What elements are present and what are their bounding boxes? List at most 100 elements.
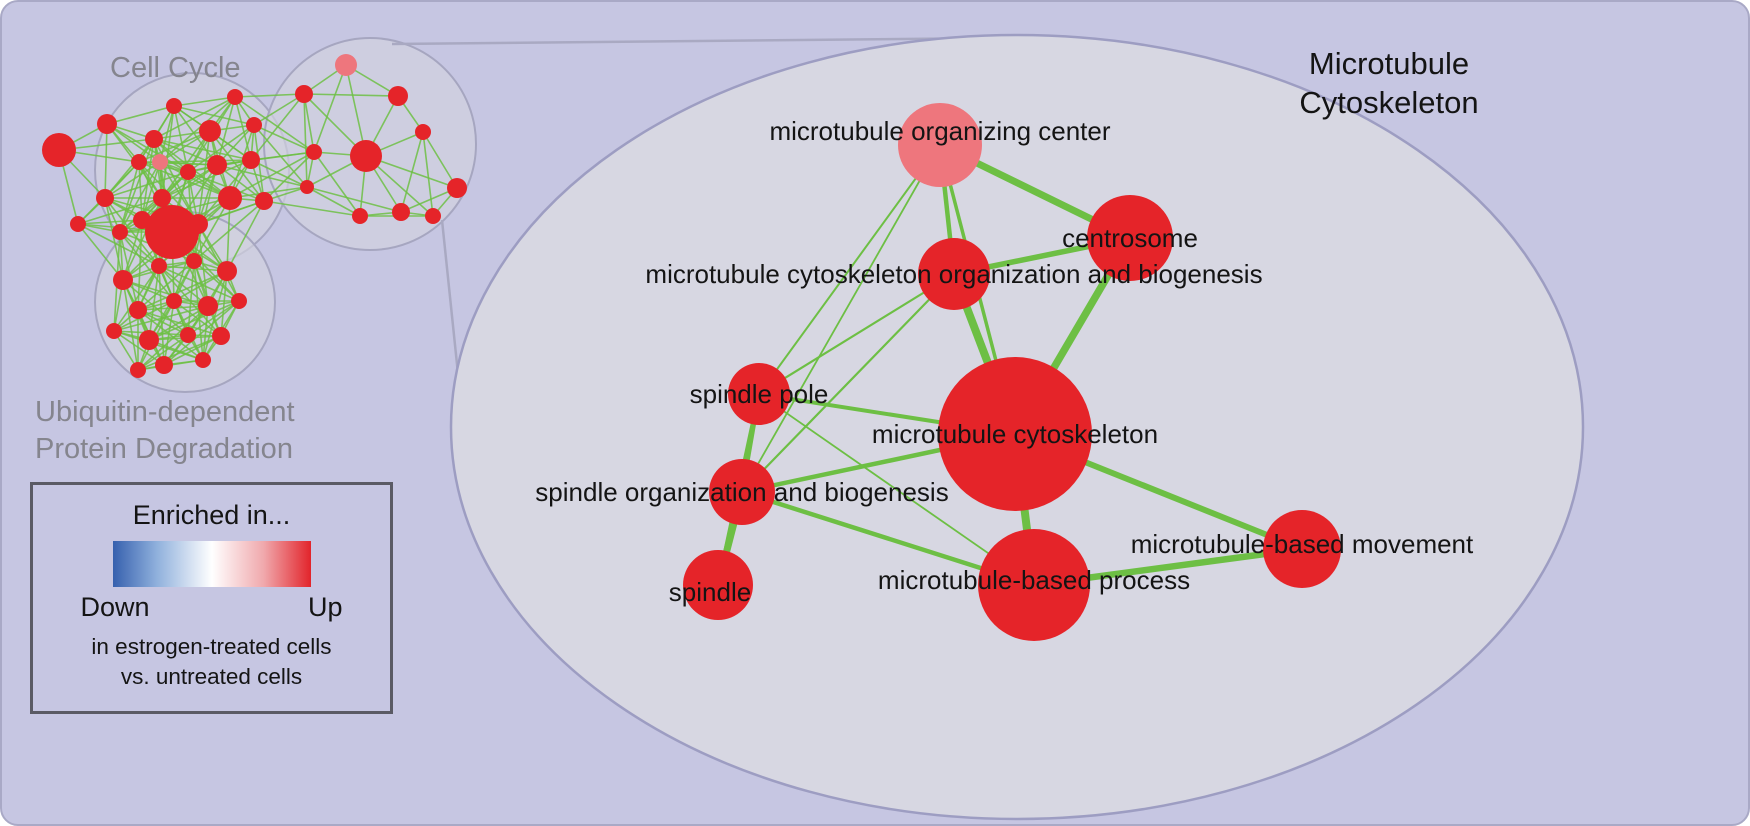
- overview-edge: [187, 300, 240, 336]
- overview-node: [195, 352, 211, 368]
- detail-title-line1: Microtubule: [1308, 46, 1470, 81]
- overview-edge: [148, 305, 209, 341]
- overview-node: [180, 164, 196, 180]
- overview-node: [152, 154, 168, 170]
- overview-edge: [137, 260, 195, 311]
- legend-down-label: Down: [80, 592, 150, 622]
- overview-node: [113, 270, 133, 290]
- overview-edge: [113, 330, 165, 366]
- overview-edge: [303, 93, 308, 188]
- detail-node-label-moc: microtubule organizing center: [769, 116, 1110, 146]
- overview-node: [131, 154, 147, 170]
- detail-edge-mco-spindle_pole: [758, 273, 955, 395]
- overview-node: [112, 224, 128, 240]
- overview-node: [425, 208, 441, 224]
- overview-edge: [158, 265, 209, 307]
- overview-node: [352, 208, 368, 224]
- overview-edge: [138, 161, 143, 221]
- overview-node: [388, 86, 408, 106]
- legend-up-label: Up: [307, 592, 343, 622]
- overview-edge: [159, 161, 231, 199]
- overview-edge: [104, 123, 108, 199]
- overview-edge: [197, 130, 211, 225]
- overview-node: [198, 296, 218, 316]
- overview-edge: [159, 96, 236, 163]
- zoom-projection-line-top: [391, 36, 1003, 46]
- detail-node-label-spindle_pole: spindle pole: [690, 379, 829, 409]
- overview-edge: [303, 93, 315, 153]
- overview-edge: [313, 151, 361, 217]
- overview-edge: [119, 231, 160, 267]
- overview-node: [166, 98, 182, 114]
- overview-node: [180, 327, 196, 343]
- overview-edge: [253, 124, 315, 153]
- overview-edge: [119, 231, 139, 311]
- overview-node: [151, 258, 167, 274]
- overview-edge: [137, 270, 228, 311]
- cluster-label-ubiquitin: Ubiquitin-dependent Protein Degradation: [35, 394, 295, 468]
- overview-edge: [193, 260, 240, 302]
- overview-edge: [253, 124, 308, 188]
- overview-edge: [193, 200, 265, 262]
- overview-edge: [306, 186, 361, 217]
- overview-edge: [122, 279, 189, 336]
- overview-edge: [303, 93, 399, 97]
- detail-node-label-mc: microtubule cytoskeleton: [872, 419, 1158, 449]
- overview-node: [199, 120, 221, 142]
- overview-edge: [400, 131, 424, 213]
- cluster-label-ubiquitin-line2: Protein Degradation: [35, 433, 293, 465]
- overview-node: [392, 203, 410, 221]
- overview-edge: [159, 105, 175, 163]
- overview-edge: [163, 335, 222, 366]
- detail-node-moc: [898, 103, 982, 187]
- detail-node-spindle_pole: [728, 363, 790, 425]
- overview-edge: [197, 223, 209, 307]
- overview-edge: [234, 96, 315, 153]
- overview-edge: [202, 270, 228, 361]
- overview-edge: [137, 334, 189, 371]
- overview-node: [188, 214, 208, 234]
- overview-node: [242, 151, 260, 169]
- overview-edge: [229, 124, 255, 199]
- overview-edge: [193, 197, 231, 262]
- overview-edge: [234, 96, 252, 161]
- detail-edge-moc-spindle_pole: [758, 144, 941, 395]
- overview-edge: [263, 200, 361, 217]
- overview-edge: [161, 164, 218, 199]
- overview-edge: [141, 161, 161, 221]
- detail-node-label-mbm: microtubule-based movement: [1131, 529, 1474, 559]
- cluster-label-ubiquitin-line1: Ubiquitin-dependent: [35, 396, 295, 428]
- overview-node: [227, 89, 243, 105]
- overview-edge: [141, 138, 155, 221]
- detail-node-mbp: [978, 529, 1090, 641]
- overview-edge: [306, 186, 402, 213]
- legend: Enriched in... Down Up in estrogen-treat…: [30, 482, 393, 714]
- overview-node: [145, 205, 199, 259]
- overview-node: [447, 178, 467, 198]
- detail-node-label-sob: spindle organization and biogenesis: [535, 477, 948, 507]
- overview-node: [186, 253, 202, 269]
- overview-nodes: [42, 54, 467, 378]
- overview-edge: [104, 161, 161, 199]
- overview-edge: [216, 96, 236, 166]
- detail-node-label-mbp: microtubule-based process: [878, 565, 1190, 595]
- overview-node: [96, 189, 114, 207]
- overview-node: [155, 356, 173, 374]
- overview-edge: [119, 161, 161, 233]
- overview-edge: [137, 309, 204, 361]
- detail-nodes: [683, 103, 1341, 641]
- detail-node-label-centrosome: centrosome: [1062, 223, 1198, 253]
- overview-edge: [250, 151, 315, 161]
- overview-edge: [229, 186, 308, 199]
- legend-note-line2: vs. untreated cells: [120, 664, 303, 689]
- overview-node: [70, 216, 86, 232]
- overview-edge: [159, 159, 252, 163]
- overview-edge: [104, 197, 124, 281]
- overview-edge: [163, 300, 175, 366]
- overview-edge: [226, 197, 231, 272]
- legend-note-line1: in estrogen-treated cells: [91, 634, 332, 659]
- cluster-label-cell-cycle: Cell Cycle: [110, 52, 241, 84]
- detail-title-line2: Cytoskeleton: [1299, 85, 1479, 120]
